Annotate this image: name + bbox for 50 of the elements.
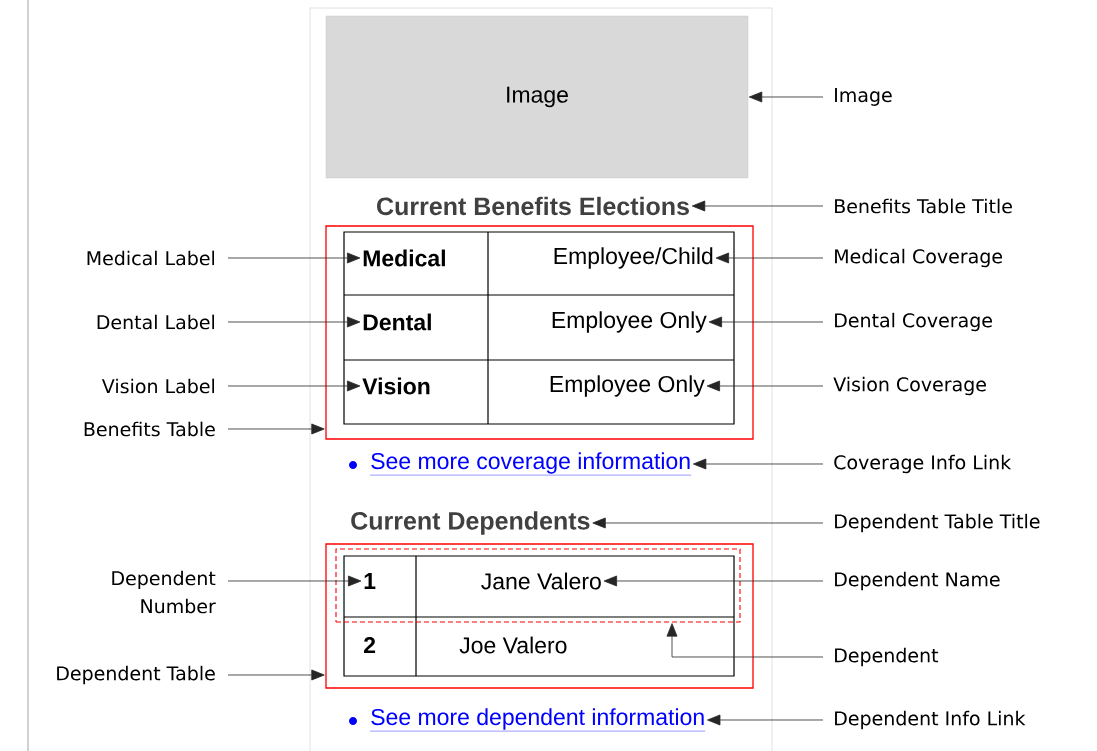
annotation-label: Dependent (835, 647, 939, 667)
table-cell-text: Medical (363, 249, 445, 267)
arrow (603, 575, 824, 587)
table-cell-text: Jane Valero (481, 572, 601, 590)
annotation-label: Medical Label (87, 250, 215, 266)
arrow (227, 575, 362, 587)
arrow (708, 316, 824, 328)
arrow (227, 316, 361, 328)
arrow (227, 669, 325, 681)
arrow (227, 423, 325, 435)
arrow (227, 252, 361, 264)
section-heading: Current Benefits Elections (377, 196, 689, 216)
table-cell-text: Employee/Child (554, 247, 713, 269)
table-cell-text: 2 (364, 636, 376, 653)
table-cell-text: Dental (363, 313, 431, 331)
annotation-label: Vision Coverage (833, 376, 986, 396)
annotation-label: Benefits Table (84, 421, 215, 437)
annotation-label: Dental Coverage (835, 312, 992, 332)
arrow (693, 458, 824, 470)
link: See more coverage information (370, 452, 692, 476)
section-heading: Current Dependents (351, 511, 590, 535)
annotation-label: Image (835, 88, 892, 106)
annotation-label: Dependent Name (835, 571, 1000, 591)
arrow (666, 623, 824, 658)
arrow (706, 380, 824, 392)
annotation-label: Vision Label (101, 378, 214, 394)
arrow (691, 200, 824, 212)
table-cell-text: Employee Only (550, 375, 705, 397)
arrow (715, 252, 824, 264)
arrow (707, 714, 824, 726)
annotation-label: Dependent Table (57, 665, 215, 685)
annotation-label: Dependent Info Link (835, 710, 1026, 730)
table-cell-text: Vision (362, 377, 430, 395)
table-cell-text: 1 (364, 573, 376, 589)
annotation-label: Medical Coverage (835, 248, 1003, 268)
arrow (227, 380, 361, 392)
highlight-box (325, 225, 754, 440)
annotation-label: Benefits Table Title (835, 198, 1012, 214)
arrow (592, 517, 824, 529)
highlight-box (335, 548, 741, 623)
annotation-label: Dependent Number (112, 570, 216, 614)
annotation-label: Dental Label (97, 314, 214, 330)
link: See more dependent information (370, 708, 706, 732)
table-cell-text: Joe Valero (459, 636, 567, 654)
highlight-box (325, 543, 754, 689)
placeholder-box: Image (325, 15, 749, 179)
annotation-label: Coverage Info Link (834, 454, 1012, 474)
annotation-label: Dependent Table Title (835, 513, 1040, 533)
table-cell-text: Employee Only (552, 311, 707, 333)
arrow (748, 91, 824, 103)
